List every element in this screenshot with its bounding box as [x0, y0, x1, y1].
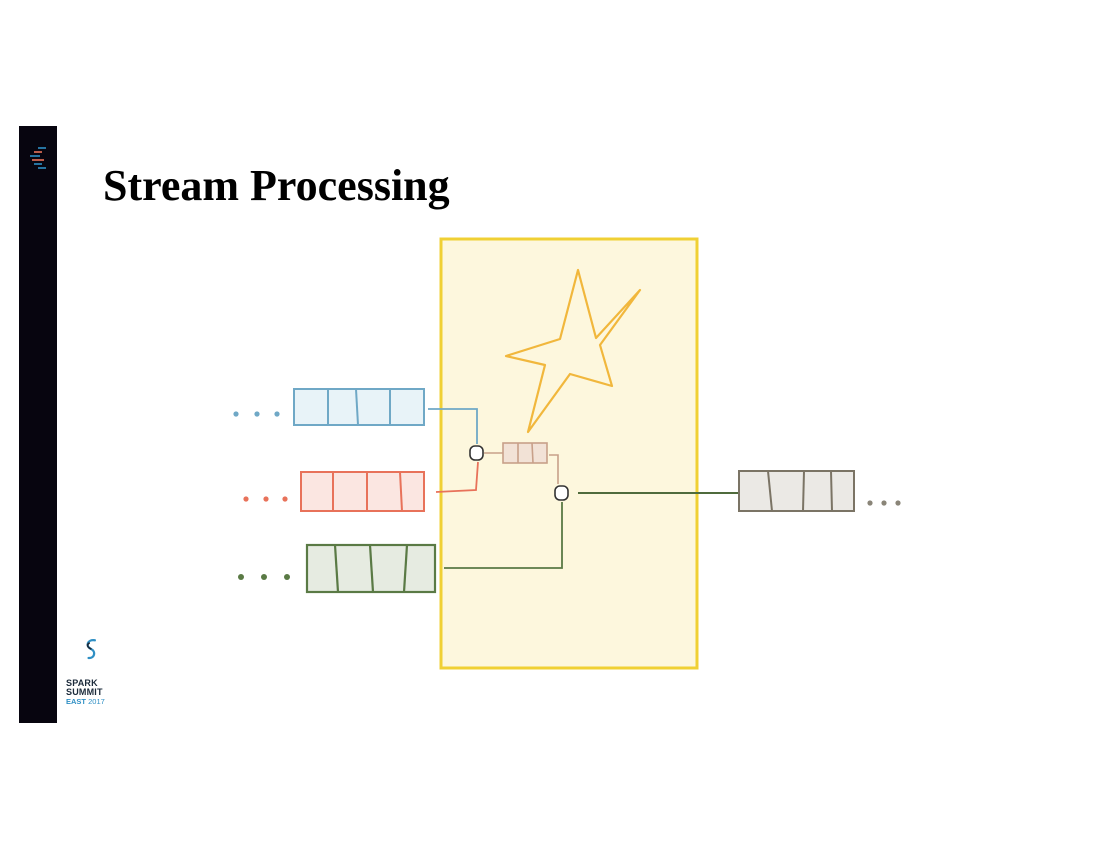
output-stream — [738, 470, 901, 512]
ellipsis-dot — [233, 411, 239, 417]
ellipsis-dot — [238, 574, 244, 580]
stream-queue — [738, 470, 855, 512]
ellipsis-dot — [243, 496, 249, 502]
star-icon — [504, 268, 642, 434]
input-stream-blue — [233, 388, 478, 444]
ellipsis-dot — [274, 411, 280, 417]
ellipsis-dot — [263, 496, 269, 502]
ellipsis-dot — [881, 500, 887, 506]
slide-title: Stream Processing — [103, 161, 450, 210]
ellipsis-dot — [254, 411, 260, 417]
ellipsis-dot — [261, 574, 267, 580]
ellipsis-dot — [867, 500, 873, 506]
sidebar — [19, 126, 57, 723]
ellipsis-dot — [284, 574, 290, 580]
logo-event: EAST — [66, 697, 87, 706]
stream-queue — [293, 388, 425, 426]
ellipsis-dot — [895, 500, 901, 506]
input-stream-green — [238, 502, 563, 594]
input-stream-red — [243, 461, 479, 512]
databricks-logo-icon — [30, 147, 46, 169]
logo-year: 2017 — [88, 697, 105, 706]
buffer-icon — [502, 442, 548, 464]
logo-line-2: SUMMIT — [66, 687, 103, 697]
join-operator-icon — [469, 445, 484, 461]
spark-summit-logo: SPARK SUMMIT EAST 2017 — [66, 678, 118, 707]
ellipsis-dot — [282, 496, 288, 502]
join-operator-icon — [554, 485, 569, 501]
logo-line-1: SPARK — [66, 678, 98, 688]
stream-queue — [300, 471, 425, 512]
logo-line-3: EAST 2017 — [66, 697, 118, 706]
spark-summit-logo-icon — [86, 639, 96, 660]
